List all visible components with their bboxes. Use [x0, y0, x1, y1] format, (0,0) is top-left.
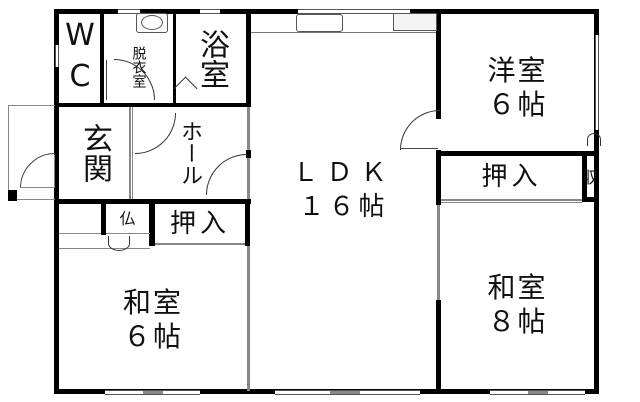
kitchen-counter [251, 13, 436, 33]
room-closet-left: 押入 [155, 204, 245, 243]
stove-icon [393, 13, 437, 31]
room-japanese6: 和室 ６帖 [59, 280, 247, 360]
kitchen-sink-icon [296, 14, 343, 32]
room-closet-right-label: 押入 [481, 162, 542, 192]
wall-closet-right-bottom [582, 197, 597, 202]
room-wc-label: WC [62, 17, 98, 100]
wall-japanese6-ldk [247, 246, 250, 391]
wall-dressing-bath [173, 9, 176, 106]
room-japanese6-size: ６帖 [122, 320, 183, 353]
closet-left-bottom [155, 243, 248, 245]
room-ldk-size: １６帖 [298, 192, 389, 222]
room-altar-label: 仏 [119, 208, 136, 228]
window-western [595, 35, 599, 130]
wall-altar-left [101, 200, 106, 235]
window-dressing [118, 9, 140, 14]
room-closet-left-label: 押入 [169, 208, 230, 239]
window-japanese6 [105, 390, 200, 395]
wall-bath-ldk [246, 9, 251, 107]
altar-door-icon[interactable] [108, 236, 130, 251]
porch-post [8, 190, 17, 201]
room-entrance: 玄関 [59, 107, 129, 199]
tokonoma-line-1 [59, 233, 101, 234]
room-western-label: 洋室 [487, 53, 548, 87]
room-japanese6-label: 和室 [122, 286, 183, 319]
window-ldk [275, 390, 420, 395]
room-entrance-label: 玄関 [77, 123, 112, 183]
wall-ldk-western [436, 9, 441, 119]
porch-bottom [14, 199, 55, 200]
storage-door-left-icon[interactable] [587, 133, 601, 146]
porch-left [8, 105, 9, 195]
room-storage: 収 [583, 156, 599, 198]
window-wc [55, 45, 59, 67]
room-japanese8: 和室 ８帖 [441, 265, 594, 345]
washbasin-bowl-icon [141, 15, 163, 30]
wall-altar-closet [149, 200, 155, 246]
wall-western-bottom [437, 151, 596, 156]
room-hall: ホール [133, 107, 246, 199]
room-bath: 浴室 [176, 14, 246, 103]
room-western: 洋室 ６帖 [441, 50, 594, 125]
dressing-door-leaf [106, 60, 107, 100]
window-bath [200, 9, 220, 14]
wall-wc-dressing [100, 9, 104, 106]
closet-right-sliding [441, 199, 582, 201]
wall-entrance-hall [129, 107, 131, 200]
western-door-leaf [400, 148, 438, 149]
room-dressing: 脱衣室 [104, 30, 173, 103]
room-ldk-label: ＬＤＫ [292, 158, 395, 188]
window-japanese8 [490, 390, 585, 395]
room-altar: 仏 [106, 203, 149, 233]
wall-closet-right [245, 200, 250, 246]
window-kitchen [298, 9, 410, 14]
wall-ldk-japanese8 [437, 205, 440, 305]
room-bath-label: 浴室 [194, 28, 229, 89]
room-closet-right: 押入 [441, 156, 582, 198]
room-western-size: ６帖 [487, 87, 548, 121]
wall-ldk-japanese8-lower [436, 300, 441, 392]
wall-ldk-closet [436, 150, 441, 205]
room-japanese8-size: ８帖 [487, 305, 548, 338]
room-japanese8-label: 和室 [487, 271, 548, 304]
wall-wet-area-bottom [55, 103, 250, 107]
porch-top [8, 105, 55, 106]
room-hall-label: ホール [177, 120, 202, 186]
room-wc: WC [59, 14, 100, 103]
closet-right-sliding-2 [441, 202, 582, 203]
altar-bottom-line [106, 233, 150, 234]
room-ldk: ＬＤＫ １６帖 [251, 150, 436, 230]
tokonoma-line-2 [59, 248, 150, 249]
room-storage-label: 収 [582, 167, 599, 187]
wall-hall-ldk-post [246, 150, 251, 158]
entry-door-leaf [20, 187, 55, 188]
wall-closet-storage [582, 151, 587, 201]
wall-entrance-hall-2 [132, 107, 133, 200]
entry-door-frame [54, 155, 55, 188]
room-dressing-label: 脱衣室 [130, 45, 147, 88]
